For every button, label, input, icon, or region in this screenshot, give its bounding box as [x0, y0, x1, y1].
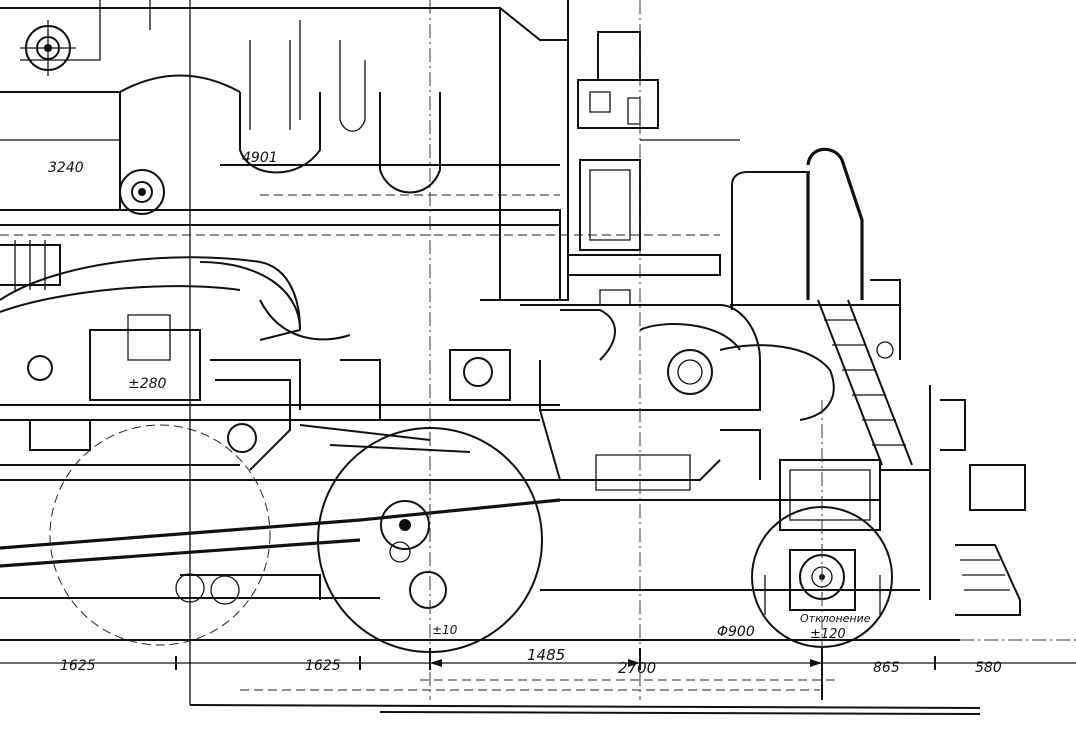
dimension-580: 580 [975, 660, 1002, 676]
front-equipment [568, 31, 740, 306]
label-phi-900: Φ900 [717, 624, 755, 640]
label-3240: 3240 [48, 160, 84, 176]
dimension-1485: 1485 [527, 646, 565, 664]
boiler-body [0, 0, 720, 301]
handrail-ladder [730, 147, 913, 466]
cylinder-block [0, 256, 835, 491]
valve-dial [119, 169, 165, 215]
label-280: ±280 [128, 376, 167, 392]
label-plus-minus-10: ±10 [432, 623, 458, 637]
dimension-865: 865 [873, 660, 900, 676]
dimension-2700: 2700 [618, 659, 656, 677]
construction-lines [0, 0, 1076, 715]
dimension-1625-center: 1625 [305, 658, 341, 674]
frame-running-gear [0, 385, 1026, 616]
label-4901: 4901 [242, 150, 278, 166]
dimension-1625-left: 1625 [60, 658, 96, 674]
label-otklonenie: Отклонение [800, 612, 871, 625]
label-plus-minus-120: ±120 [810, 627, 846, 642]
gauge-dial-top [20, 20, 76, 76]
valve-gear [27, 349, 511, 471]
dimension-line [0, 648, 1076, 700]
